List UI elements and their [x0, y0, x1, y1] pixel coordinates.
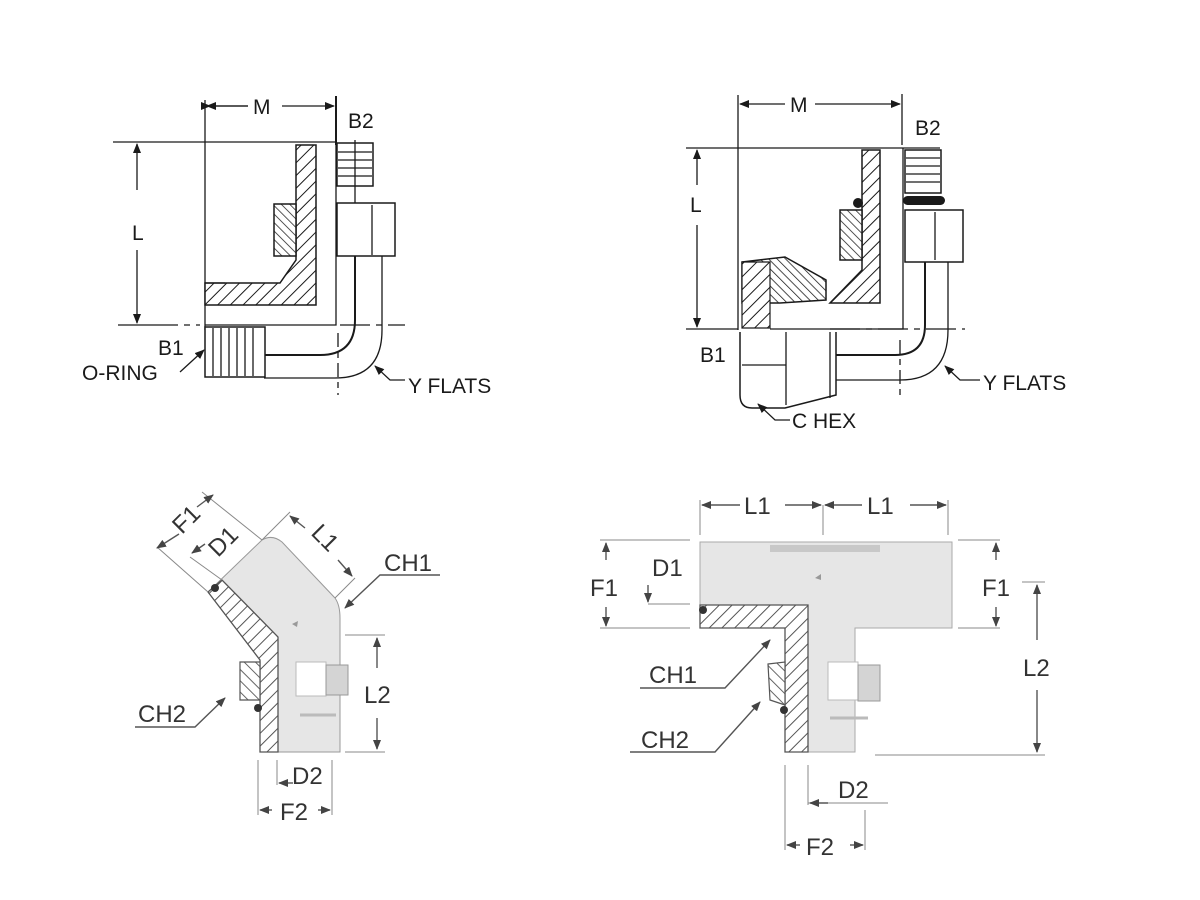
label-f1-right: F1 — [982, 575, 1010, 602]
label-l: L — [132, 222, 144, 245]
label-l2: L2 — [1023, 655, 1050, 682]
label-b2: B2 — [348, 110, 374, 133]
label-d1: D1 — [203, 521, 244, 562]
label-ch1: CH1 — [384, 550, 432, 577]
label-ch2: CH2 — [138, 701, 186, 728]
label-l1-right: L1 — [867, 493, 894, 520]
label-b1: B1 — [700, 344, 726, 367]
label-c-hex: C HEX — [792, 410, 856, 433]
figure-elbow-90-chex: M B2 L B1 C HEX Y FLATS — [686, 94, 1066, 433]
label-f1: F1 — [167, 500, 206, 539]
label-f1-left: F1 — [590, 575, 618, 602]
figure-tee: L1 L1 D1 F1 F1 CH1 CH2 L2 D2 F2 — [590, 493, 1050, 861]
label-ch2: CH2 — [641, 727, 689, 754]
label-l: L — [690, 194, 702, 217]
label-d1: D1 — [652, 555, 683, 582]
label-b2: B2 — [915, 117, 941, 140]
label-l1-left: L1 — [744, 493, 771, 520]
label-o-ring: O-RING — [82, 362, 158, 385]
label-d2: D2 — [292, 763, 323, 790]
label-y-flats: Y FLATS — [983, 372, 1066, 395]
label-m: M — [790, 94, 808, 117]
label-b1: B1 — [158, 337, 184, 360]
figure-elbow-45: F1 D1 L1 CH1 L2 CH2 D2 F2 — [135, 491, 440, 826]
label-f2: F2 — [280, 799, 308, 826]
label-l2: L2 — [364, 682, 391, 709]
label-m: M — [253, 96, 271, 119]
label-f2: F2 — [806, 834, 834, 861]
label-l1: L1 — [306, 519, 344, 557]
label-d2: D2 — [838, 777, 869, 804]
label-y-flats: Y FLATS — [408, 375, 491, 398]
label-ch1: CH1 — [649, 662, 697, 689]
figure-elbow-90-oring: M B2 L B1 O-RING Y FLATS — [82, 96, 491, 398]
